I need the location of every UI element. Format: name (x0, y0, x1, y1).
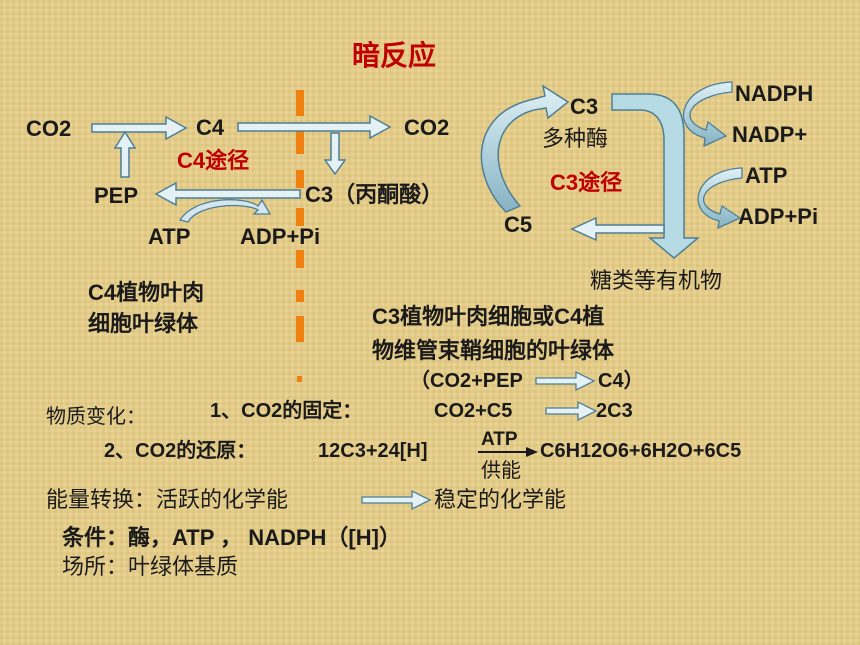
c4-co2-left: CO2 (26, 116, 72, 141)
c4-location-line1: C4植物叶肉 (88, 280, 205, 305)
energy-to: 稳定的化学能 (434, 488, 567, 513)
conditions-text: 条件：酶，ATP ， NADPH（[H]） (62, 525, 401, 550)
c3-enzymes-label: 多种酶 (542, 127, 609, 152)
arrow-co2-to-c4 (91, 115, 188, 141)
c4-location-line2: 细胞叶绿体 (88, 311, 199, 336)
arrow-c4-to-co2 (237, 114, 392, 140)
arrow-to-c5 (570, 216, 665, 242)
eq-c4-fixation-left: （CO2+PEP (410, 370, 523, 392)
arrow-co2-c5-to-2c3 (545, 400, 598, 422)
c4-c3-pyruvate-label: C3（丙酮酸） (305, 182, 444, 207)
c3-location-line1: C3植物叶肉细胞或C4植 (372, 304, 605, 329)
c4-pathway-label: C4途径 (177, 148, 250, 173)
step2-left: 12C3+24[H] (318, 440, 428, 462)
c3-adp-pi-label: ADP+Pi (738, 204, 819, 229)
material-change-label: 物质变化： (46, 404, 146, 428)
step2-arrow-bottom: 供能 (481, 458, 521, 482)
arrow-reduction-head (526, 447, 538, 457)
c3-nadph-label: NADPH (735, 81, 814, 106)
step1-left: CO2+C5 (434, 400, 513, 422)
arrow-atp-to-adp-right (697, 167, 743, 230)
arrow-nadph-to-nadp (682, 81, 733, 148)
arrow-c5-to-c3 (480, 84, 570, 213)
energy-from: 活跃的化学能 (156, 488, 289, 513)
arrow-co2-pep-to-c4 (535, 370, 596, 392)
arrow-c3-to-pep (154, 181, 301, 207)
step2-right: C6H12O6+6H2O+6C5 (540, 440, 742, 462)
step2-label: 2、CO2的还原： (104, 440, 257, 462)
c3-nadp-label: NADP+ (732, 122, 808, 147)
arrow-c3-to-sugar (611, 93, 701, 259)
c3-atp-label: ATP (745, 163, 788, 188)
arrow-pep-up (113, 130, 137, 178)
c4-adp-pi-label: ADP+Pi (240, 224, 321, 249)
eq-c4-fixation-right: C4） (598, 370, 644, 392)
c3-pathway-label: C3途径 (550, 170, 623, 195)
c3-c3-label: C3 (570, 94, 599, 119)
divider-line (296, 90, 304, 382)
energy-label: 能量转换： (46, 488, 157, 513)
c4-pep-label: PEP (94, 183, 139, 208)
page-title: 暗反应 (352, 40, 437, 71)
c3-location-line2: 物维管束鞘细胞的叶绿体 (372, 338, 615, 363)
arrow-energy-conversion (361, 489, 432, 511)
c4-atp-label: ATP (148, 224, 191, 249)
site-text: 场所：叶绿体基质 (62, 555, 239, 580)
c4-c4-label: C4 (196, 115, 225, 140)
c4-co2-right: CO2 (404, 115, 450, 140)
step1-label: 1、CO2的固定： (210, 400, 363, 422)
c3-c5-label: C5 (504, 212, 533, 237)
arrow-atp-to-adp (178, 198, 272, 223)
arrow-down-to-c3 (323, 132, 347, 176)
step2-arrow-top: ATP (481, 429, 518, 450)
c3-product-label: 糖类等有机物 (590, 269, 723, 294)
step1-right: 2C3 (596, 400, 633, 422)
